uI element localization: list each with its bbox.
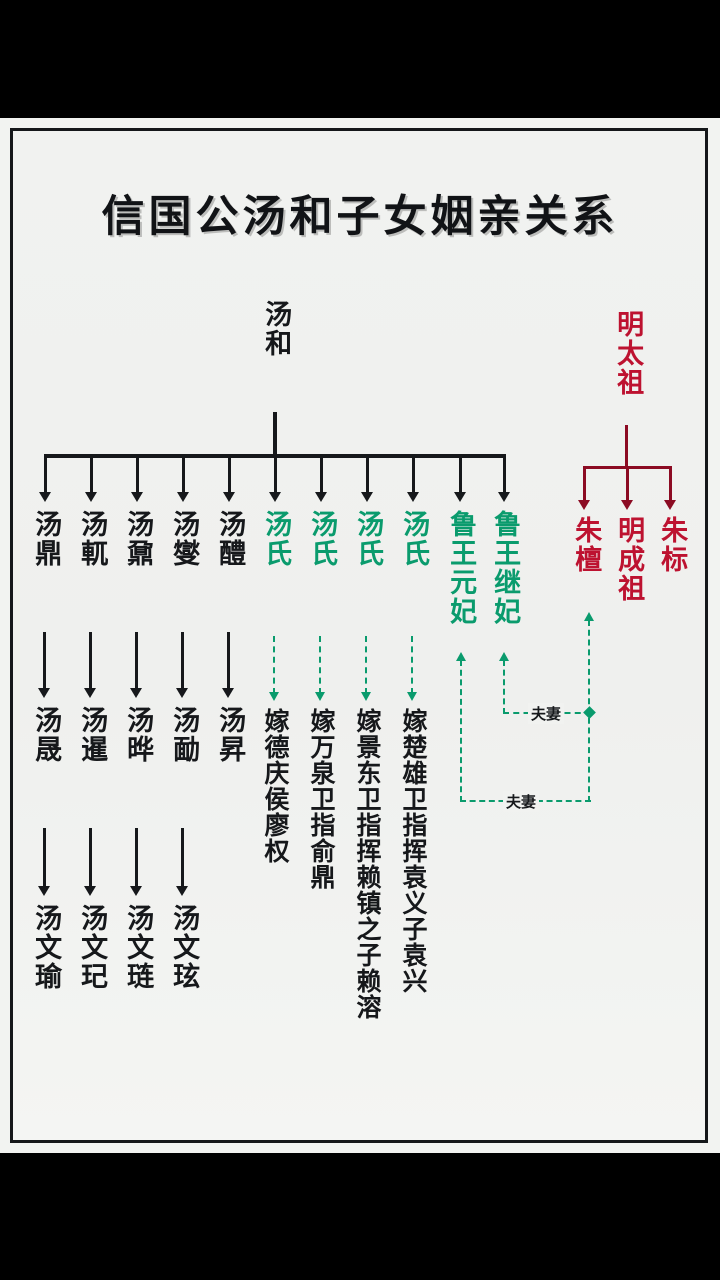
gen3-arrow-3 <box>130 886 142 896</box>
gen2-arrow-3 <box>130 688 142 698</box>
page-border <box>10 128 708 1143</box>
marriage-dash-2 <box>319 636 321 694</box>
gen2-line-4 <box>181 632 184 692</box>
drop-line-6 <box>274 454 277 496</box>
marriage-note-3: 嫁景东卫指挥赖镇之子赖溶 <box>353 708 382 1020</box>
root-stem-line <box>273 412 277 457</box>
drop-line-11 <box>503 454 506 496</box>
imperial-drop-line-2 <box>626 466 629 504</box>
imperial-drop-line-1 <box>583 466 586 504</box>
imperial-child-node-3: 朱标 <box>656 516 688 574</box>
drop-line-2 <box>90 454 93 496</box>
drop-arrow-4 <box>177 492 189 502</box>
drop-line-5 <box>228 454 231 496</box>
gen2-node-5: 汤昇 <box>214 706 246 764</box>
spouse-link-2-vertical <box>460 660 462 802</box>
drop-arrow-1 <box>39 492 51 502</box>
marriage-note-2: 嫁万泉卫指俞鼎 <box>307 708 336 890</box>
drop-arrow-8 <box>361 492 373 502</box>
child-node-11: 鲁王继妃 <box>489 510 521 626</box>
gen3-arrow-2 <box>84 886 96 896</box>
drop-line-4 <box>182 454 185 496</box>
marriage-arrow-2 <box>315 692 325 701</box>
gen2-line-5 <box>227 632 230 692</box>
marriage-note-4: 嫁楚雄卫指挥袁义子袁兴 <box>399 708 428 994</box>
child-node-7: 汤氏 <box>306 510 338 568</box>
marriage-dash-4 <box>411 636 413 694</box>
child-node-8: 汤氏 <box>352 510 384 568</box>
gen3-arrow-4 <box>176 886 188 896</box>
drop-arrow-11 <box>498 492 510 502</box>
imperial-child-node-2: 明成祖 <box>613 516 645 603</box>
gen3-line-4 <box>181 828 184 890</box>
imperial-root-node: 明太祖 <box>612 310 644 397</box>
child-node-9: 汤氏 <box>398 510 430 568</box>
gen3-arrow-1 <box>38 886 50 896</box>
drop-arrow-3 <box>131 492 143 502</box>
marriage-arrow-1 <box>269 692 279 701</box>
gen3-node-4: 汤文玹 <box>168 904 200 991</box>
drop-arrow-10 <box>454 492 466 502</box>
gen2-arrow-2 <box>84 688 96 698</box>
drop-arrow-9 <box>407 492 419 502</box>
drop-line-8 <box>366 454 369 496</box>
gen3-node-3: 汤文琏 <box>122 904 154 991</box>
marriage-arrow-4 <box>407 692 417 701</box>
drop-arrow-2 <box>85 492 97 502</box>
imperial-stem-line <box>625 425 628 468</box>
gen3-node-1: 汤文瑜 <box>30 904 62 991</box>
gen3-node-2: 汤文玘 <box>76 904 108 991</box>
child-node-5: 汤醴 <box>214 510 246 568</box>
marriage-dash-1 <box>273 636 275 694</box>
drop-arrow-6 <box>269 492 281 502</box>
gen3-line-3 <box>135 828 138 890</box>
gen3-line-2 <box>89 828 92 890</box>
gen2-node-2: 汤暹 <box>76 706 108 764</box>
drop-line-1 <box>44 454 47 496</box>
gen2-node-4: 汤勔 <box>168 706 200 764</box>
gen2-line-1 <box>43 632 46 692</box>
imperial-child-node-1: 朱檀 <box>570 516 602 574</box>
spouse-trunk-arrow-up <box>584 612 594 621</box>
drop-line-10 <box>459 454 462 496</box>
root-node-tang-he: 汤和 <box>260 300 292 358</box>
spouse-link-1-vertical <box>503 660 505 714</box>
marriage-note-1: 嫁德庆侯廖权 <box>261 708 290 864</box>
spouse-label-1: 夫妻 <box>528 703 565 724</box>
imperial-drop-arrow-1 <box>578 500 590 510</box>
child-node-6: 汤氏 <box>260 510 292 568</box>
gen2-line-3 <box>135 632 138 692</box>
child-node-1: 汤鼎 <box>30 510 62 568</box>
child-node-10: 鲁王元妃 <box>445 510 477 626</box>
drop-line-9 <box>412 454 415 496</box>
spouse-link-2-arrow <box>456 652 466 661</box>
marriage-dash-3 <box>365 636 367 694</box>
imperial-drop-arrow-2 <box>621 500 633 510</box>
gen2-arrow-5 <box>222 688 234 698</box>
drop-arrow-5 <box>223 492 235 502</box>
gen2-arrow-4 <box>176 688 188 698</box>
marriage-arrow-3 <box>361 692 371 701</box>
spouse-link-1-arrow <box>499 652 509 661</box>
drop-line-7 <box>320 454 323 496</box>
gen3-line-1 <box>43 828 46 890</box>
gen2-node-3: 汤晔 <box>122 706 154 764</box>
child-node-3: 汤鼐 <box>122 510 154 568</box>
drop-arrow-7 <box>315 492 327 502</box>
child-node-2: 汤軏 <box>76 510 108 568</box>
imperial-drop-arrow-3 <box>664 500 676 510</box>
child-node-4: 汤燮 <box>168 510 200 568</box>
page-title: 信国公汤和子女姻亲关系 <box>101 192 619 242</box>
spouse-label-2: 夫妻 <box>503 791 540 812</box>
gen2-arrow-1 <box>38 688 50 698</box>
drop-line-3 <box>136 454 139 496</box>
imperial-drop-line-3 <box>669 466 672 504</box>
gen2-node-1: 汤晟 <box>30 706 62 764</box>
gen2-line-2 <box>89 632 92 692</box>
